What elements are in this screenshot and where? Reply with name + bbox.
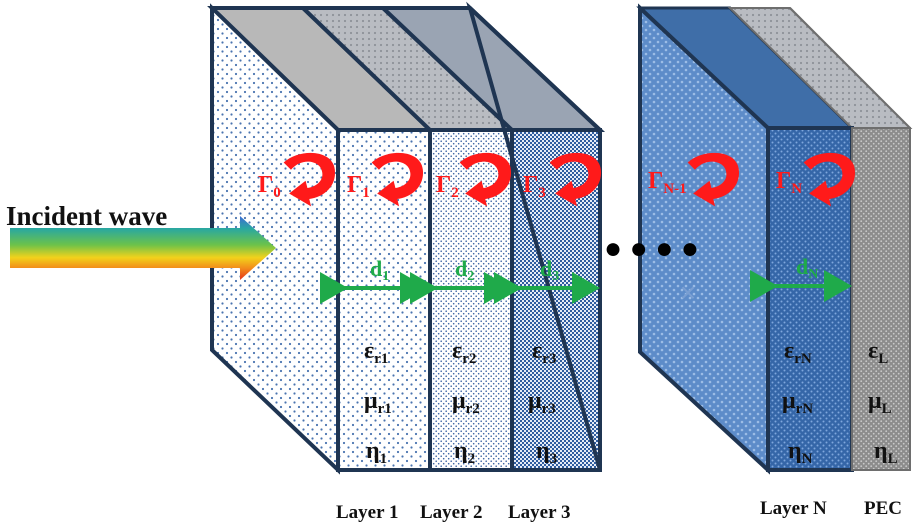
gamma-n-minus-1-label: ΓN-1 <box>648 168 687 197</box>
mu-r1: μr1 <box>364 388 392 417</box>
incident-wave-label: Incident wave <box>6 201 167 231</box>
pec-params: εL μL ηL <box>868 338 898 467</box>
eps-rN: εrN <box>784 338 812 367</box>
d2-label: d2 <box>455 256 474 284</box>
eta-3: η3 <box>536 438 557 467</box>
mu-r3: μr3 <box>528 388 556 417</box>
pec-side-edge <box>789 7 911 129</box>
eta-N: ηN <box>788 438 813 467</box>
left-stack-right-edge <box>466 1 602 471</box>
eps-r1: εr1 <box>364 338 388 367</box>
eps-r2: εr2 <box>452 338 476 367</box>
layer2-label: Layer 2 <box>420 502 482 523</box>
faint-cross-mark: × <box>680 277 696 308</box>
d1-label: d1 <box>370 256 389 284</box>
eta-2: η2 <box>454 438 475 467</box>
mu-L: μL <box>868 388 892 417</box>
gamma-n-label: ΓN <box>776 168 802 197</box>
layer1-params: εr1 μr1 η1 <box>364 338 392 467</box>
thickness-arrows <box>320 270 852 304</box>
layerN-label: Layer N <box>760 498 827 519</box>
layer-stack-right: × <box>636 3 913 475</box>
gamma-2-label: Γ2 <box>436 172 459 201</box>
mu-rN: μrN <box>782 388 813 417</box>
mu-r2: μr2 <box>452 388 480 417</box>
pec-face <box>851 127 911 471</box>
eps-L: εL <box>868 338 888 367</box>
dn-label: dN <box>796 254 818 282</box>
layer1-label: Layer 1 <box>336 502 398 523</box>
eta-1: η1 <box>366 438 387 467</box>
layerN-params: εrN μrN ηN <box>782 338 813 467</box>
incident-wave-arrow <box>10 216 276 280</box>
layer3-label: Layer 3 <box>508 502 570 523</box>
gamma-3-label: Γ3 <box>523 172 546 201</box>
gamma-0-label: Γ0 <box>258 172 281 201</box>
d3-label: d3 <box>540 256 559 284</box>
eps-r3: εr3 <box>532 338 556 367</box>
gamma-1-label: Γ1 <box>347 172 370 201</box>
eta-L: ηL <box>874 438 898 467</box>
continuation-dots: ● ● ● ● <box>604 232 699 265</box>
pec-label: PEC <box>864 498 902 519</box>
layer2-params: εr2 μr2 η2 <box>452 338 480 467</box>
layer3-params: εr3 μr3 η3 <box>528 338 557 467</box>
